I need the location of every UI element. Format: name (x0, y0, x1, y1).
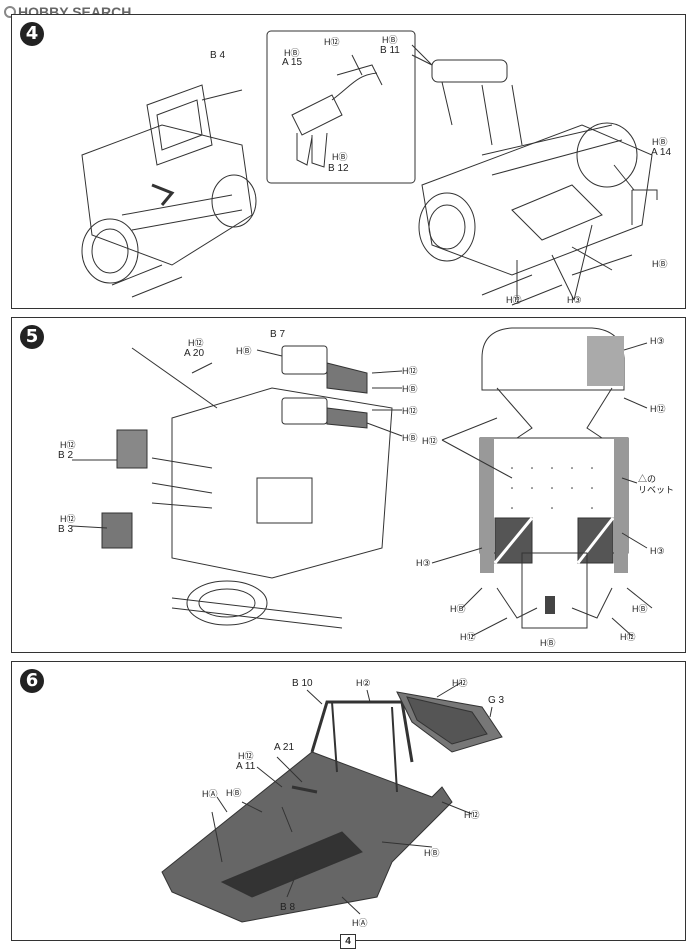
label-hb-top: HⒷ (236, 346, 252, 356)
label-h12-r2: H⑫ (402, 406, 418, 416)
step-4-illustration (81, 30, 658, 306)
label-a14: A 14 (651, 147, 672, 158)
label-b10: B 10 (292, 678, 313, 689)
label-h3-left: H③ (416, 558, 431, 568)
label-hb-center: HⒷ (540, 638, 556, 648)
label-h12-bottom-right: H⑫ (620, 632, 636, 642)
label-inset-b11: B 11 (380, 45, 400, 56)
label-h3-right: H③ (650, 546, 665, 556)
label-ha-top: HⒶ (202, 789, 218, 799)
label-a11: A 11 (236, 761, 256, 772)
label-hb-mid: HⒷ (424, 848, 440, 858)
label-a20: A 20 (184, 348, 205, 359)
step-4-number: 4 (20, 22, 44, 46)
label-h3-top: H③ (650, 336, 665, 346)
label-hb-r2: HⒷ (402, 433, 418, 443)
label-h12-a11: H⑫ (238, 751, 254, 761)
label-inset-b12: B 12 (328, 163, 349, 174)
logo-ring-icon (4, 6, 16, 18)
label-h2: H② (356, 678, 371, 688)
label-b7: B 7 (270, 329, 286, 340)
step-5-illustration (71, 327, 653, 637)
label-hb-r1: HⒷ (402, 384, 418, 394)
label-hb-right: HⒷ (652, 137, 668, 147)
step-6-illustration (161, 681, 503, 923)
step-5-number: 5 (20, 325, 44, 349)
label-h12-right: H⑫ (650, 404, 666, 414)
label-hb-bottom-right: HⒷ (632, 604, 648, 614)
label-ha-bottom: HⒶ (352, 918, 368, 928)
label-h12-b3: H⑫ (60, 514, 76, 524)
label-h12-right: H⑫ (464, 810, 480, 820)
label-inset-h12: H⑫ (324, 37, 340, 47)
label-inset-hb-1: HⒷ (284, 48, 300, 58)
label-rivet-note: △の リベット (638, 474, 675, 495)
step-6-number: 6 (20, 669, 44, 693)
label-b4: B 4 (210, 50, 226, 61)
label-h12-bottom: H⑫ (506, 295, 522, 305)
label-b8: B 8 (280, 902, 296, 913)
label-h3-bottom: H③ (567, 295, 582, 305)
label-h12-g3: H⑫ (452, 678, 468, 688)
label-g3: G 3 (488, 695, 505, 706)
label-b2: B 2 (58, 450, 74, 461)
label-h12-left: H⑫ (422, 436, 438, 446)
label-inset-hb-3: HⒷ (332, 152, 348, 162)
label-a21: A 21 (274, 742, 295, 753)
step-5-panel: 5 (11, 317, 686, 653)
label-b3: B 3 (58, 524, 74, 535)
page-number: 4 (340, 934, 356, 949)
step-4-panel: 4 (11, 14, 686, 309)
label-inset-hb-2: HⒷ (382, 35, 398, 45)
label-h12-bottom-left: H⑫ (460, 632, 476, 642)
label-h12-a20: H⑫ (188, 338, 204, 348)
step-6-panel: 6 B 10 H② H⑫ G 3 H⑫ A 21 A 11 HⒶ HⒷ H⑫ H… (11, 661, 686, 941)
label-inset-a15: A 15 (282, 57, 303, 68)
label-h12-b2: H⑫ (60, 440, 76, 450)
label-h12-r1: H⑫ (402, 366, 418, 376)
label-hb-bottom-left: HⒷ (450, 604, 466, 614)
label-hb-bottom: HⒷ (652, 259, 668, 269)
label-hb: HⒷ (226, 788, 242, 798)
